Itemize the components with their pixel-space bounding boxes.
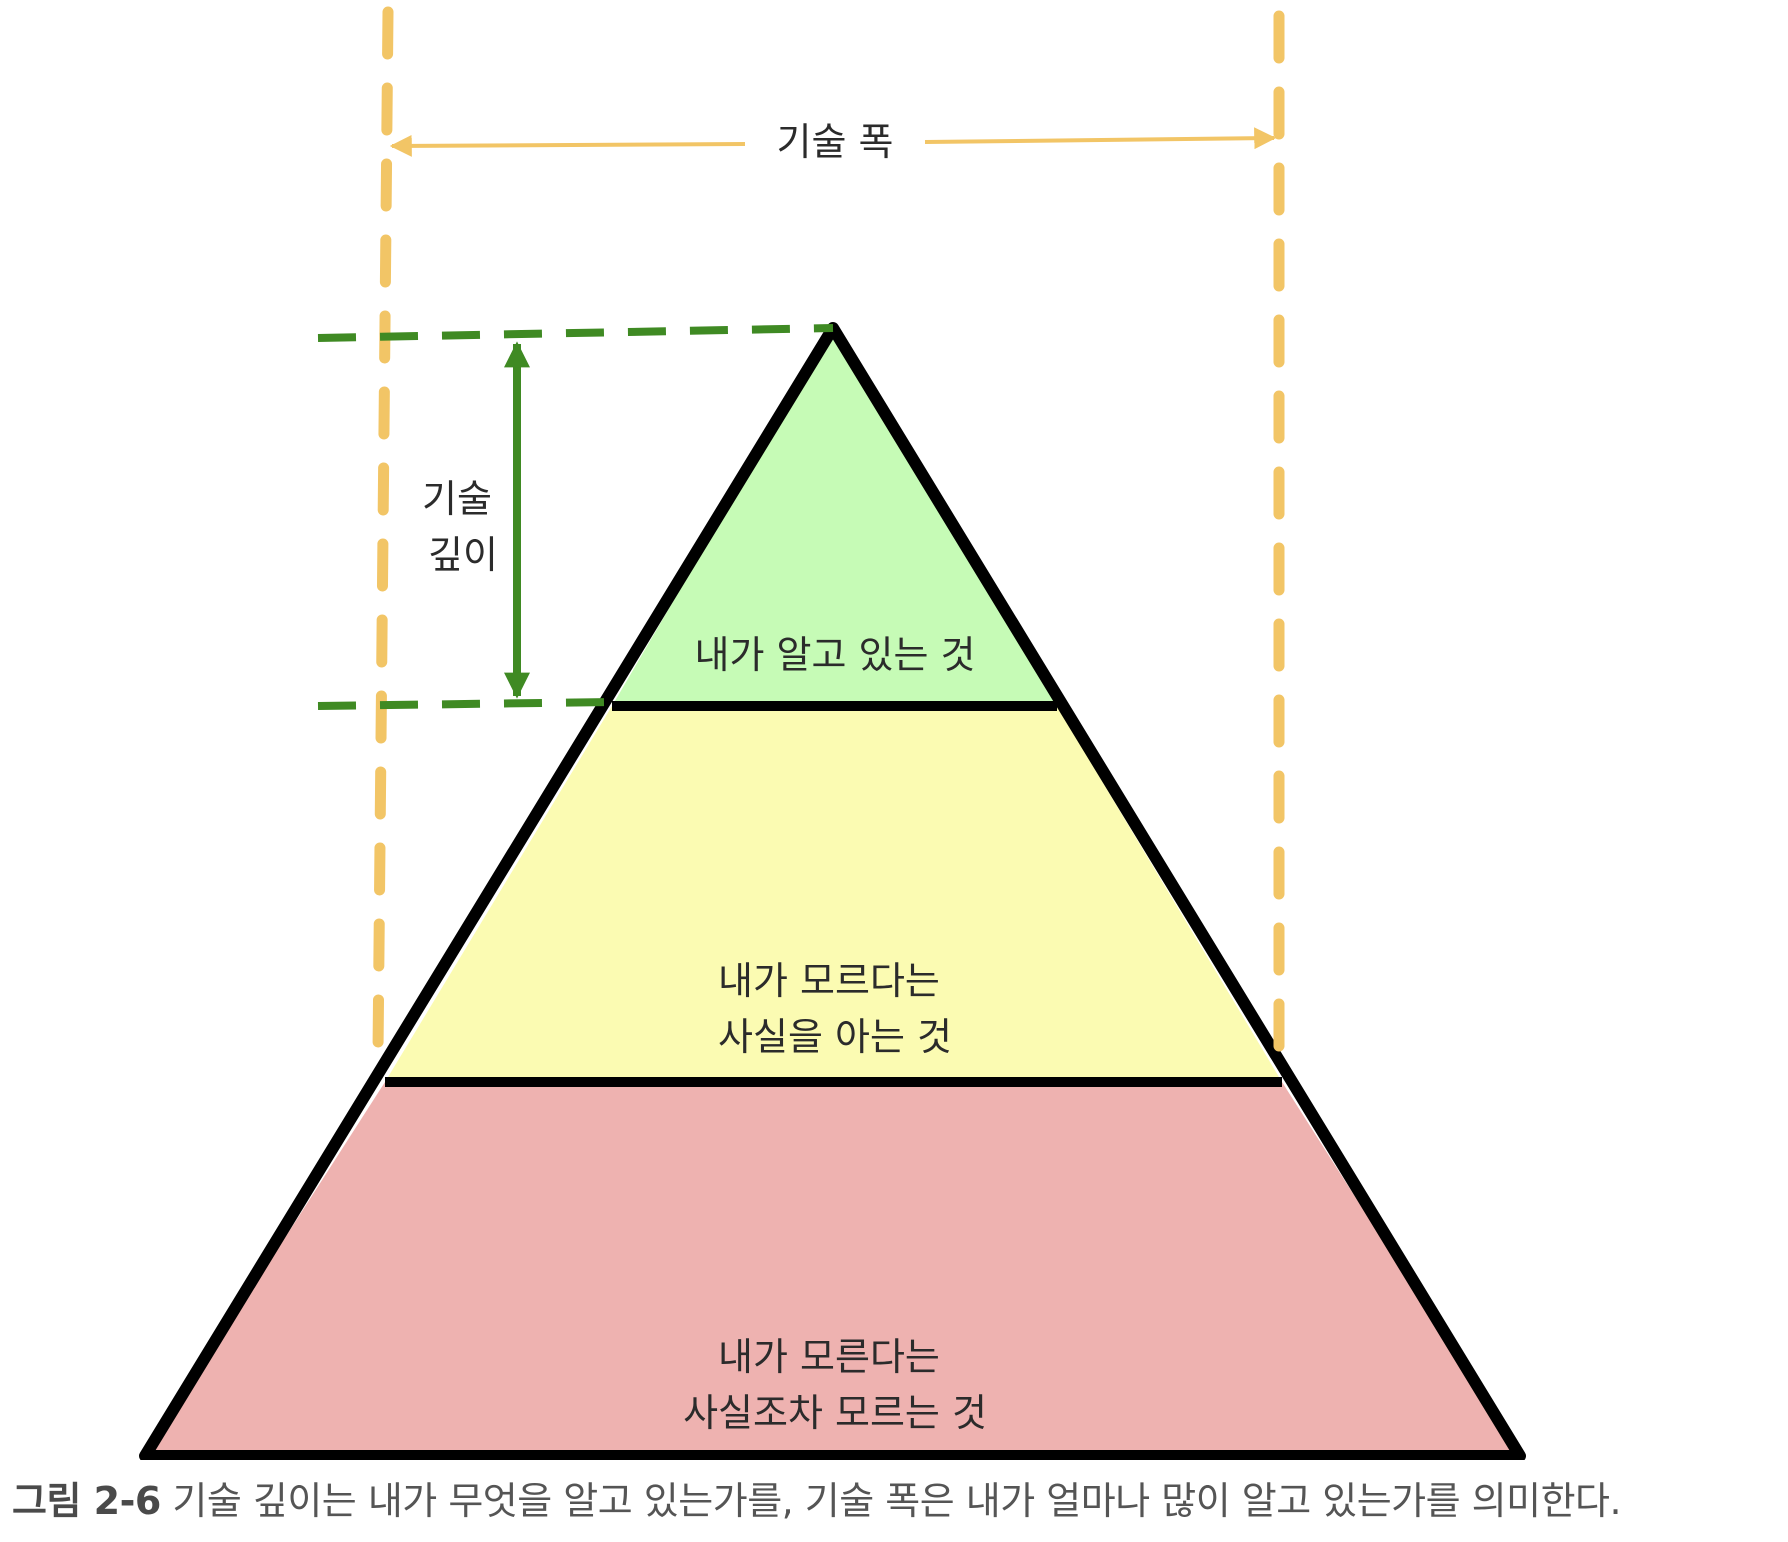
pyramid-top-layer [612, 328, 1057, 706]
caption-text: 기술 깊이는 내가 무엇을 알고 있는가를, 기술 폭은 내가 얼마나 많이 알… [160, 1479, 1622, 1523]
depth-guide-bottom [317, 698, 613, 710]
pyramid-middle-layer [385, 706, 1282, 1082]
middle-layer-label-line-2: 사실을 아는 것 [718, 1015, 952, 1059]
middle-layer-label-line-1: 내가 모르다는 [718, 959, 940, 1003]
figure-caption: 그림 2-6 기술 깊이는 내가 무엇을 알고 있는가를, 기술 폭은 내가 얼… [12, 1470, 1788, 1525]
depth-guide-top [317, 324, 834, 342]
bottom-layer-label-line-2: 사실조차 모르는 것 [683, 1391, 987, 1435]
width-label: 기술 폭 [777, 120, 894, 164]
depth-label-line-2: 깊이 [428, 533, 498, 577]
bottom-layer-label: 내가 모른다는 사실조차 모르는 것 [683, 1335, 987, 1435]
bottom-layer-label-line-1: 내가 모른다는 [718, 1335, 940, 1379]
knowledge-pyramid-diagram: 기술 폭 기술 깊이 내가 알고 있는 것 내가 모르다는 사실을 아는 것 내… [139, 6, 1526, 1460]
width-arrow-right [924, 127, 1277, 150]
middle-layer-label: 내가 모르다는 사실을 아는 것 [718, 959, 952, 1059]
depth-label: 기술 깊이 [422, 477, 504, 577]
width-guide-left [372, 6, 394, 1058]
top-layer-label: 내가 알고 있는 것 [695, 633, 976, 677]
pyramid-bottom-layer [145, 1082, 1520, 1456]
depth-label-line-1: 기술 [422, 477, 492, 521]
figure-number: 그림 2-6 [12, 1479, 161, 1523]
width-arrow-left [389, 134, 746, 157]
pyramid-outline [139, 322, 1526, 1460]
